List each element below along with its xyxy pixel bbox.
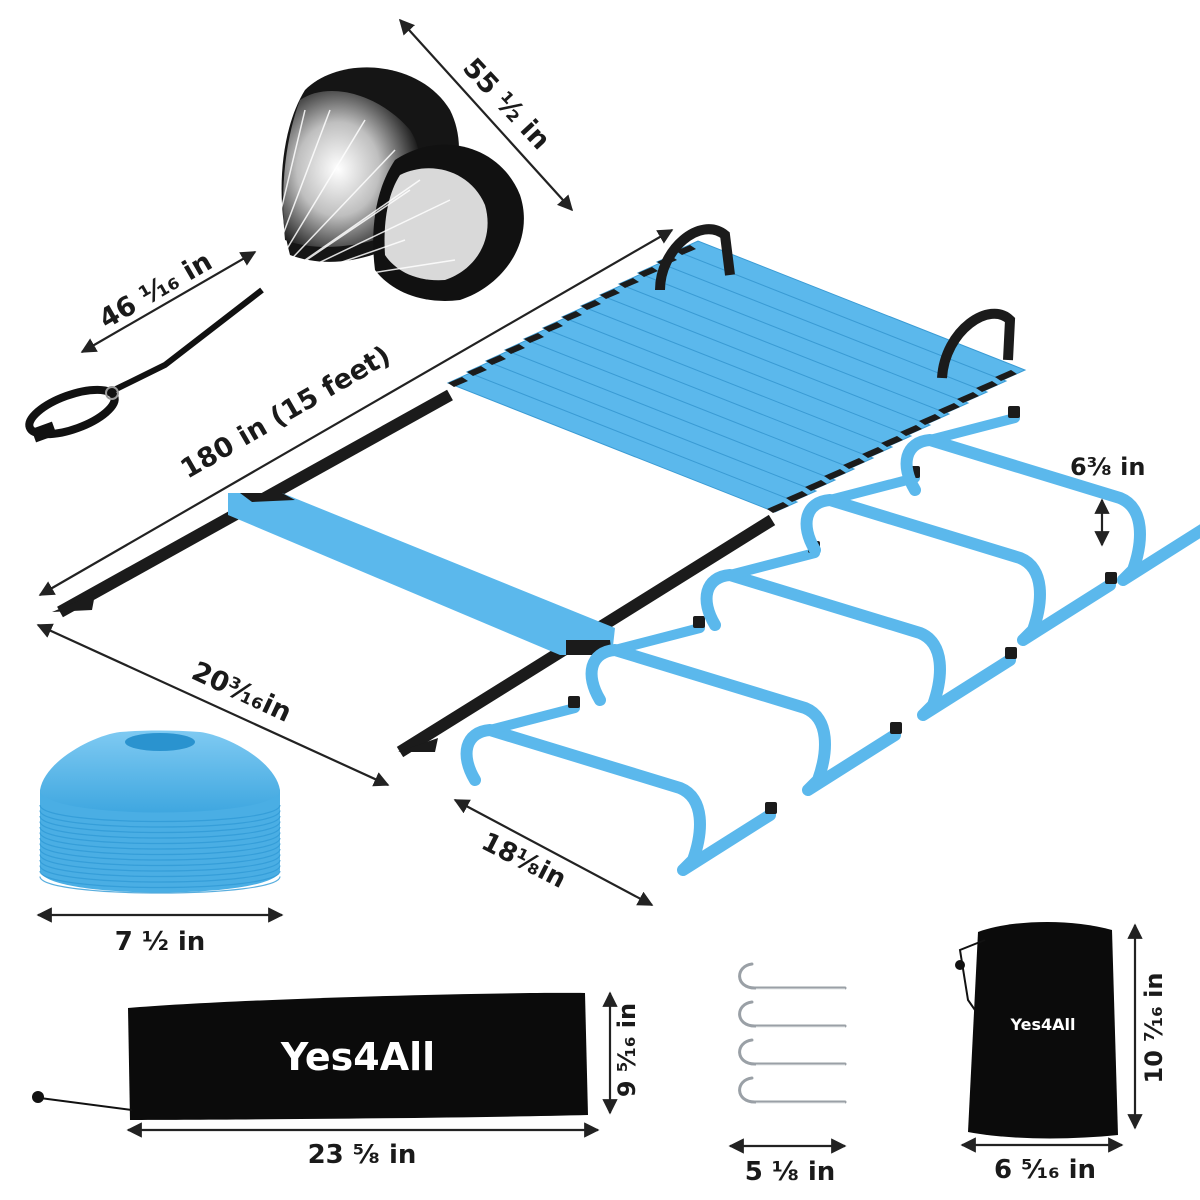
carry-bag-width-dimension: 23 ⁵⁄₈ in	[126, 1122, 600, 1170]
parachute-length-label: 55 ½ in	[456, 52, 556, 156]
drawstring-bag-width-label: 6 ⁵⁄₁₆ in	[994, 1155, 1096, 1185]
carry-bag-width-label: 23 ⁵⁄₈ in	[308, 1140, 417, 1170]
speed-parachute	[25, 67, 524, 443]
carry-bag-logo: Yes4All	[280, 1035, 435, 1079]
agility-hurdles	[460, 406, 1200, 876]
carry-bag-height-dimension: 9 ⁵⁄₁₆ in	[602, 991, 641, 1115]
ladder-rung	[228, 493, 615, 655]
mini-hurdle	[900, 406, 1200, 586]
ground-stake	[738, 962, 847, 990]
hurdle-width-dimension: 18¹⁄₈in	[453, 799, 654, 906]
ladder-length-label: 180 in (15 feet)	[176, 340, 396, 485]
drawstring-bag: Yes4All	[955, 921, 1118, 1139]
hurdle-height-dimension: 6³⁄₈ in	[1070, 453, 1145, 547]
hurdle-height-label: 6³⁄₈ in	[1070, 453, 1145, 481]
drawstring-bag-width-dimension: 6 ⁵⁄₁₆ in	[960, 1137, 1124, 1185]
drawstring-bag-logo: Yes4All	[1010, 1015, 1076, 1034]
mini-hurdle	[460, 696, 777, 876]
ground-stake	[738, 1038, 847, 1066]
drawstring-bag-height-dimension: 10 ⁷⁄₁₆ in	[1127, 923, 1168, 1130]
stake-length-dimension: 5 ⅛ in	[728, 1138, 847, 1187]
drawstring-bag-height-label: 10 ⁷⁄₁₆ in	[1140, 973, 1168, 1084]
ground-stake	[738, 1000, 847, 1028]
disc-cones	[39, 730, 281, 894]
parachute-width-label: 46 ¹⁄₁₆ in	[94, 246, 218, 335]
stake-length-label: 5 ⅛ in	[745, 1157, 836, 1187]
cone-diameter-dimension: 7 ½ in	[36, 907, 284, 957]
mini-hurdle	[585, 616, 902, 796]
carry-bag-height-label: 9 ⁵⁄₁₆ in	[613, 1003, 641, 1097]
ground-stake	[738, 1076, 847, 1104]
carry-bag: Yes4All	[32, 992, 588, 1120]
ladder-rung	[674, 240, 1027, 381]
parachute-width-dimension: 46 ¹⁄₁₆ in	[80, 246, 257, 353]
cone-diameter-label: 7 ½ in	[115, 927, 206, 957]
ground-stakes	[738, 962, 847, 1104]
